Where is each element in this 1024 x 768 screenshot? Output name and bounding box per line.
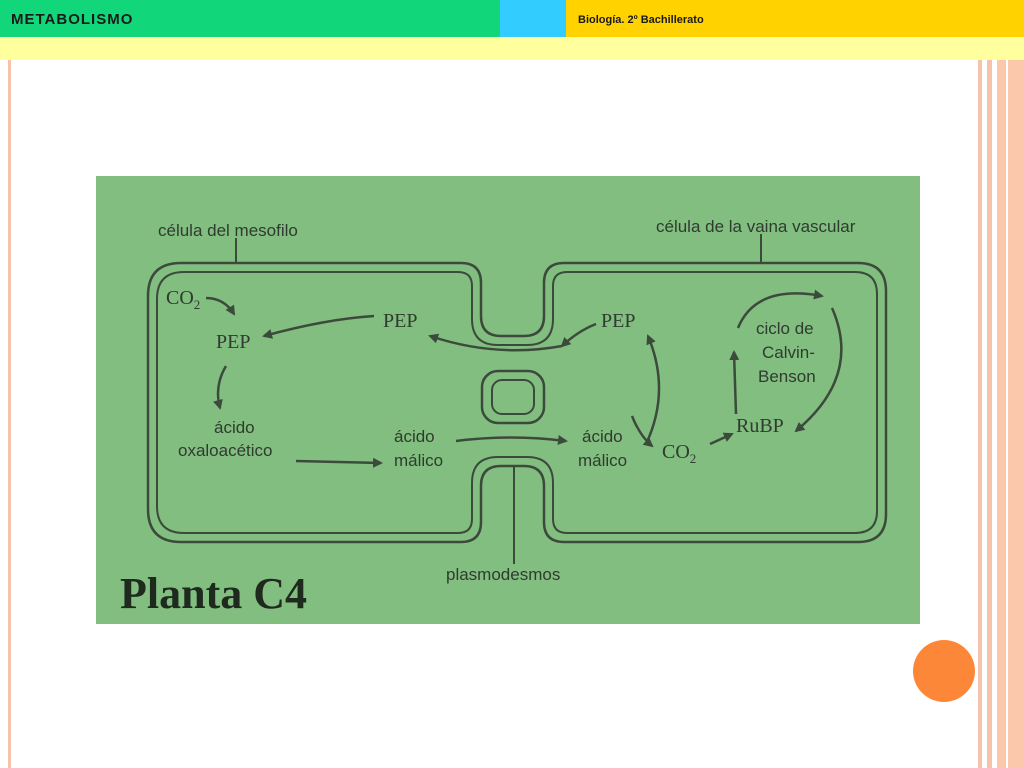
label-rubp: RuBP (736, 415, 784, 437)
arrow-malic-to-co2 (630, 415, 654, 448)
label-pep-left: PEP (216, 331, 250, 353)
label-malic-center-line2: málico (394, 451, 443, 470)
diagram-title: Planta C4 (120, 569, 307, 618)
arrow-pep-return (428, 333, 563, 352)
label-mesophyll-cell: célula del mesofilo (158, 221, 298, 240)
arrow-oxaloacetic-to-malic (295, 457, 383, 468)
arrow-pep-right-release (560, 322, 597, 348)
right-border-line-2 (987, 60, 992, 768)
header-cyan-block (500, 0, 566, 37)
right-border-line-3 (1006, 60, 1008, 768)
arrow-pep-to-oxaloacetic (213, 365, 228, 410)
arrow-rubp-up (729, 350, 740, 415)
mesophyll-cell-outer-wall (146, 261, 888, 544)
slide-section-title: METABOLISMO (11, 11, 134, 28)
label-oxaloacetic-line2: oxaloacético (178, 441, 273, 460)
label-pep-right: PEP (601, 310, 635, 332)
header-light-strip (0, 37, 1024, 60)
left-border-line (8, 60, 11, 768)
c4-plant-diagram: célula del mesofilo célula de la vaina v… (96, 176, 920, 624)
arrow-co2-to-rubp (709, 432, 734, 446)
label-plasmodesmata: plasmodesmos (446, 565, 560, 584)
course-label: Biología. 2º Bachillerato (578, 14, 704, 26)
header-yellow-bar (566, 0, 1024, 37)
arrow-malic-transport (455, 435, 568, 445)
label-co2-right: CO2 (662, 441, 696, 466)
decorative-orange-circle (913, 640, 975, 702)
header-green-bar (0, 0, 500, 37)
arrow-pep-center-to-left (262, 314, 375, 339)
arrow-co2-to-pep-right (644, 334, 661, 445)
arrow-cycle-right (794, 307, 843, 433)
label-co2-left: CO2 (166, 287, 200, 312)
plasmodesma-channel-inner (491, 379, 535, 415)
arrow-co2-to-pep (205, 296, 236, 316)
label-calvin-cycle-line2: Calvin- (762, 343, 815, 362)
mesophyll-cell-inner-wall (156, 271, 878, 534)
label-malic-center-line1: ácido (394, 427, 435, 446)
right-border-line-1 (978, 60, 982, 768)
label-malic-right-line1: ácido (582, 427, 623, 446)
label-calvin-cycle-line3: Benson (758, 367, 816, 386)
label-malic-right-line2: málico (578, 451, 627, 470)
label-pep-center: PEP (383, 310, 417, 332)
right-border-band (997, 60, 1024, 768)
label-calvin-cycle-line1: ciclo de (756, 319, 814, 338)
label-oxaloacetic-line1: ácido (214, 418, 255, 437)
c4-diagram-svg: célula del mesofilo célula de la vaina v… (96, 176, 920, 624)
plasmodesma-channel-outer (480, 369, 546, 425)
diagram-background (96, 176, 920, 624)
arrow-cycle-top (736, 289, 824, 329)
label-sheath-cell: célula de la vaina vascular (656, 217, 856, 236)
